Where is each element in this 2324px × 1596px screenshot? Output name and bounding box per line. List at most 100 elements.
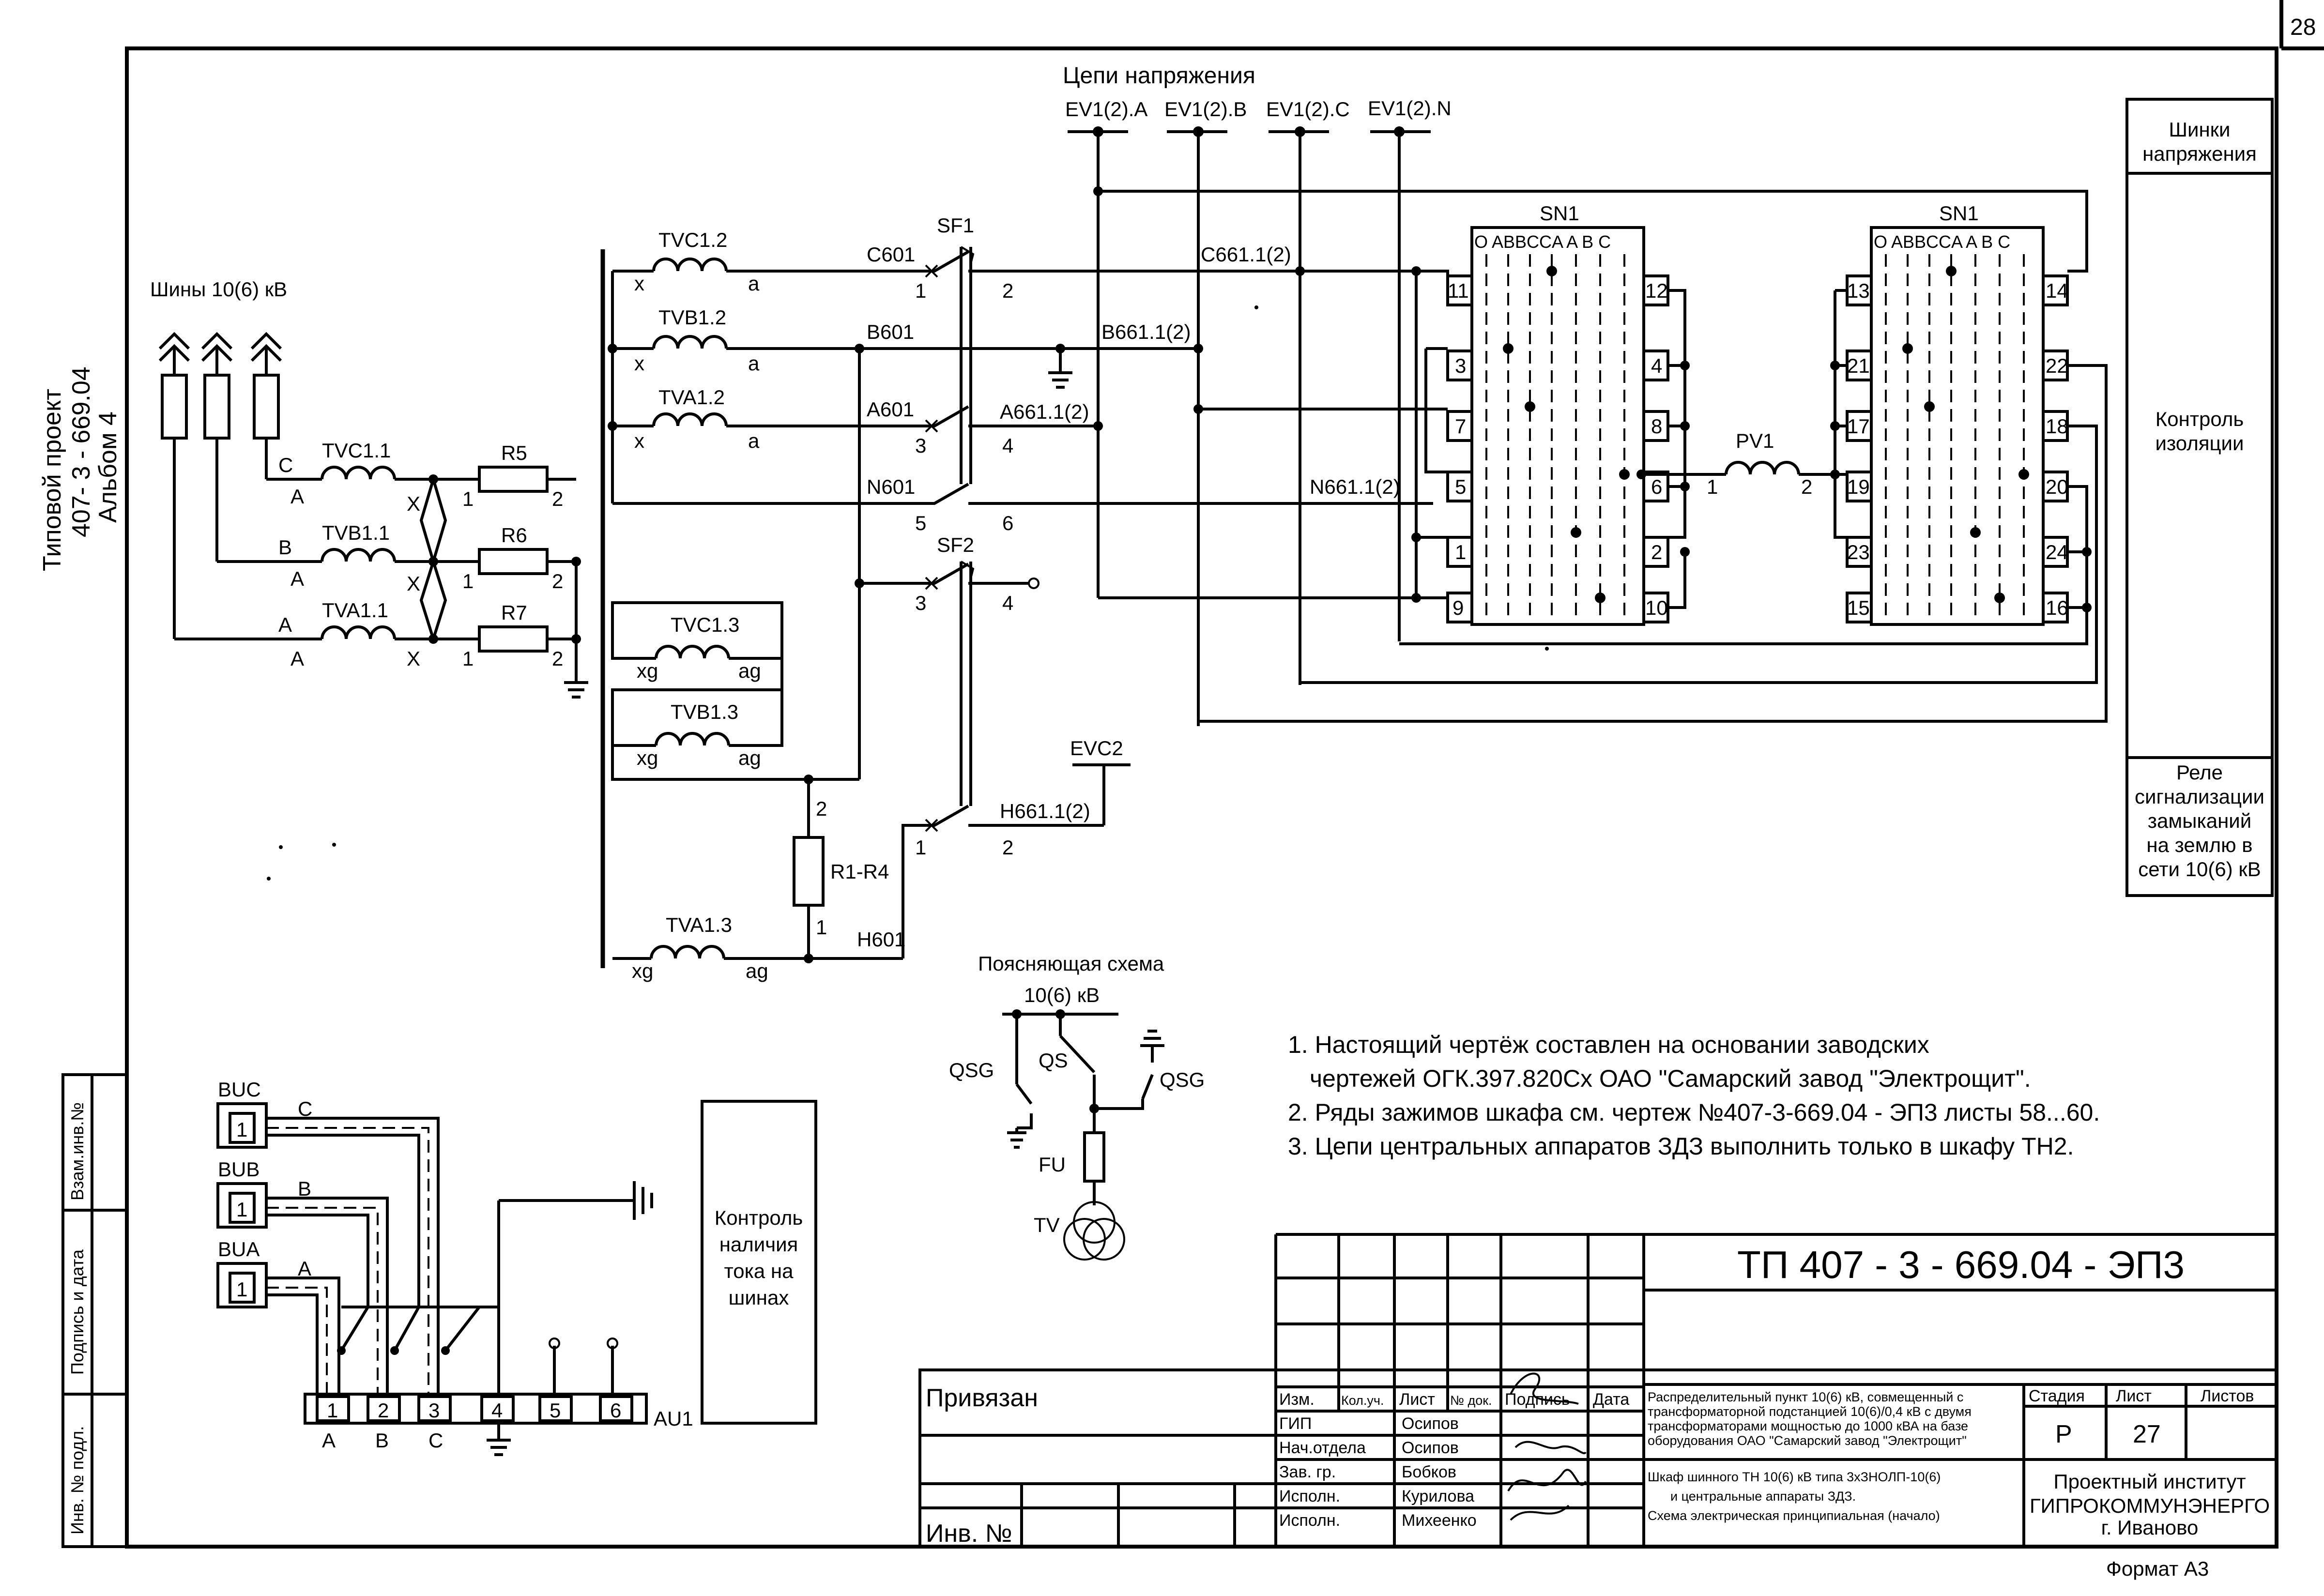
svg-text:1: 1 bbox=[236, 1278, 247, 1301]
svg-text:H661.1(2): H661.1(2) bbox=[1000, 800, 1090, 822]
svg-text:Нач.отдела: Нач.отдела bbox=[1279, 1439, 1366, 1457]
page-number: 28 bbox=[2290, 15, 2316, 40]
svg-text:2: 2 bbox=[552, 647, 563, 670]
secondary-windings: TVC1.2 TVB1.2 TVA1.2 x x x a a a C601 B6… bbox=[608, 228, 930, 779]
svg-text:TVC1.1: TVC1.1 bbox=[322, 439, 391, 462]
svg-text:Лист: Лист bbox=[1399, 1390, 1435, 1409]
svg-text:R6: R6 bbox=[501, 524, 527, 547]
svg-text:22: 22 bbox=[2046, 354, 2068, 377]
svg-text:A: A bbox=[290, 485, 304, 508]
sn1-block-right: SN1 O ABBCCA A B C 13 21 17 19 23 15 bbox=[1846, 202, 2069, 626]
svg-text:1: 1 bbox=[816, 916, 827, 939]
breaker-sf1: SF1 1 2 3 4 5 6 C661.1(2) B661.1(2) A661… bbox=[915, 214, 1433, 534]
title-block: Изм. Кол.уч. Лист № док. Подпись Дата ГИ… bbox=[918, 1233, 2278, 1548]
svg-text:O ABBCCA A B C: O ABBCCA A B C bbox=[1474, 232, 1611, 252]
svg-text:10: 10 bbox=[1645, 596, 1668, 619]
svg-text:xg: xg bbox=[637, 659, 658, 682]
svg-text:14: 14 bbox=[2046, 279, 2068, 302]
svg-text:ГИП: ГИП bbox=[1279, 1414, 1312, 1433]
svg-text:xg: xg bbox=[637, 746, 658, 769]
svg-text:Исполн.: Исполн. bbox=[1279, 1511, 1340, 1530]
left-strip: Взам.инв.№ Подпись и дата Инв. № подл. bbox=[61, 1073, 128, 1548]
svg-text:X: X bbox=[407, 647, 420, 670]
svg-text:TVB1.2: TVB1.2 bbox=[658, 306, 726, 329]
svg-text:SN1: SN1 bbox=[1540, 202, 1579, 225]
svg-text:6: 6 bbox=[610, 1399, 621, 1422]
voltmeter-pv1: PV1 1 2 bbox=[1707, 429, 1812, 498]
svg-text:оборудования ОАО "Самарский за: оборудования ОАО "Самарский завод "Элект… bbox=[1648, 1433, 1967, 1448]
svg-text:x: x bbox=[634, 272, 644, 295]
svg-text:5: 5 bbox=[1455, 475, 1466, 498]
signature-3 bbox=[1507, 1469, 1587, 1492]
svg-text:Привязан: Привязан bbox=[926, 1384, 1038, 1412]
svg-text:15: 15 bbox=[1847, 596, 1870, 619]
svg-text:EVC2: EVC2 bbox=[1070, 737, 1123, 760]
svg-text:BUA: BUA bbox=[218, 1238, 260, 1261]
explanatory-scheme: Поясняющая схема 10(6) кВ QSG QS QSG FU … bbox=[949, 952, 1205, 1261]
notes: 1. Настоящий чертёж составлен на основан… bbox=[1288, 1031, 2100, 1160]
open-delta: TVC1.3 xg ag TVB1.3 xg ag TVA1.3 xg ag R… bbox=[611, 601, 930, 982]
svg-text:a: a bbox=[748, 352, 760, 375]
svg-text:X: X bbox=[407, 572, 420, 595]
svg-text:1: 1 bbox=[462, 487, 474, 510]
breaker-sf2: SF2 3 4 EVC2 H661.1(2) 1 2 bbox=[915, 533, 1131, 859]
svg-text:27: 27 bbox=[2133, 1420, 2161, 1448]
svg-text:Курилова: Курилова bbox=[1402, 1487, 1474, 1505]
svg-text:6: 6 bbox=[1651, 475, 1662, 498]
svg-text:Р: Р bbox=[2055, 1420, 2072, 1448]
svg-text:A601: A601 bbox=[867, 398, 914, 421]
svg-text:1: 1 bbox=[1707, 475, 1718, 498]
svg-text:BUB: BUB bbox=[218, 1158, 260, 1181]
svg-text:SF1: SF1 bbox=[937, 214, 974, 237]
svg-text:C601: C601 bbox=[867, 243, 915, 266]
svg-text:7: 7 bbox=[1455, 415, 1466, 438]
svg-text:2: 2 bbox=[552, 487, 563, 510]
svg-text:17: 17 bbox=[1847, 415, 1870, 438]
svg-text:C: C bbox=[298, 1097, 312, 1120]
svg-text:Схема электрическая принципиал: Схема электрическая принципиальная (нача… bbox=[1648, 1508, 1940, 1523]
svg-text:5: 5 bbox=[550, 1399, 561, 1422]
svg-text:A661.1(2): A661.1(2) bbox=[1000, 400, 1089, 423]
svg-text:трансформаторной подстанцией 1: трансформаторной подстанцией 10(6)/0,4 к… bbox=[1648, 1404, 1972, 1419]
svg-text:a: a bbox=[748, 272, 760, 295]
svg-text:BUC: BUC bbox=[218, 1078, 261, 1101]
svg-text:A: A bbox=[322, 1429, 336, 1452]
svg-text:8: 8 bbox=[1651, 415, 1662, 438]
svg-text:ГИПРОКОММУНЭНЕРГО: ГИПРОКОММУНЭНЕРГО bbox=[2030, 1494, 2270, 1517]
svg-text:N601: N601 bbox=[867, 475, 915, 498]
interconnect-wiring bbox=[1093, 186, 2108, 723]
svg-text:2: 2 bbox=[552, 570, 563, 593]
svg-text:1: 1 bbox=[236, 1198, 247, 1221]
svg-text:Стадия: Стадия bbox=[2029, 1387, 2085, 1405]
svg-text:Дата: Дата bbox=[1593, 1390, 1629, 1409]
svg-text:B601: B601 bbox=[867, 320, 914, 343]
svg-text:19: 19 bbox=[1847, 475, 1870, 498]
svg-text:AU1: AU1 bbox=[654, 1407, 693, 1430]
svg-text:20: 20 bbox=[2046, 475, 2068, 498]
svg-text:4: 4 bbox=[491, 1399, 503, 1422]
signature-1 bbox=[1510, 1372, 1579, 1405]
svg-text:Бобков: Бобков bbox=[1402, 1463, 1456, 1481]
svg-text:Михеенко: Михеенко bbox=[1402, 1511, 1477, 1530]
busbar-section: Шины 10(6) кВ C B A TVC1.1 TVB1.1 TVA1.1… bbox=[150, 278, 588, 699]
svg-text:ТП 407 - 3 - 669.04 - ЭП3: ТП 407 - 3 - 669.04 - ЭП3 bbox=[1737, 1243, 2185, 1286]
format-label: Формат А3 bbox=[2106, 1557, 2209, 1580]
svg-text:N661.1(2): N661.1(2) bbox=[1310, 475, 1400, 498]
svg-text:TVC1.2: TVC1.2 bbox=[658, 228, 727, 251]
svg-text:Поясняющая схема: Поясняющая схема bbox=[978, 952, 1164, 975]
svg-text:24: 24 bbox=[2046, 541, 2068, 563]
current-control: BUC 1 BUB 1 BUA 1 C B A bbox=[216, 1078, 817, 1456]
svg-text:г. Иваново: г. Иваново bbox=[2101, 1516, 2199, 1539]
svg-text:TVC1.3: TVC1.3 bbox=[671, 613, 739, 636]
svg-text:ag: ag bbox=[746, 959, 768, 982]
svg-text:EV1(2).A: EV1(2).A bbox=[1065, 98, 1147, 121]
svg-text:QS: QS bbox=[1039, 1049, 1068, 1072]
svg-text:21: 21 bbox=[1847, 354, 1870, 377]
svg-text:2: 2 bbox=[378, 1399, 389, 1422]
svg-text:Инв. №: Инв. № bbox=[926, 1520, 1012, 1548]
svg-text:1: 1 bbox=[462, 570, 474, 593]
svg-text:TVA1.3: TVA1.3 bbox=[666, 913, 732, 936]
